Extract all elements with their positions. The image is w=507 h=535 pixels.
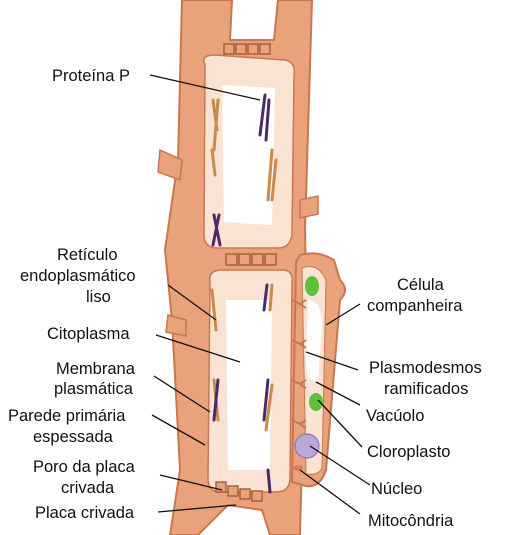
label-plasmodesmos-line1: Plasmodesmos: [369, 359, 482, 377]
label-mitocondria: Mitocôndria: [368, 512, 454, 530]
label-reticulo-line3: liso: [86, 288, 111, 306]
label-nucleo: Núcleo: [371, 480, 422, 498]
wall-branch-right: [300, 196, 318, 218]
label-reticulo-line1: Retículo: [57, 246, 118, 264]
mitochondrion: [293, 465, 303, 471]
label-celula-line1: Célula: [397, 276, 445, 294]
label-cloroplasto: Cloroplasto: [367, 443, 450, 461]
label-poro-line2: crivada: [61, 479, 115, 497]
label-placa-crivada: Placa crivada: [35, 504, 135, 522]
label-membrana-line1: Membrana: [56, 360, 136, 378]
label-parede-line2: espessada: [33, 428, 114, 446]
label-proteina-p: Proteína P: [52, 67, 130, 85]
chloroplast: [309, 393, 323, 411]
label-membrana-line2: plasmática: [54, 380, 134, 398]
label-vacuolo: Vacúolo: [366, 407, 424, 425]
label-plasmodesmos-line2: ramificados: [384, 380, 468, 398]
label-reticulo-line2: endoplasmático: [20, 267, 136, 285]
lower-cell-center: [226, 300, 272, 470]
label-poro-line1: Poro da placa: [33, 458, 136, 476]
label-celula-line2: companheira: [367, 297, 463, 315]
label-citoplasma: Citoplasma: [47, 325, 130, 343]
label-parede-line1: Parede primária: [8, 407, 126, 425]
nucleus: [295, 434, 319, 458]
chloroplast-upper: [305, 276, 319, 296]
